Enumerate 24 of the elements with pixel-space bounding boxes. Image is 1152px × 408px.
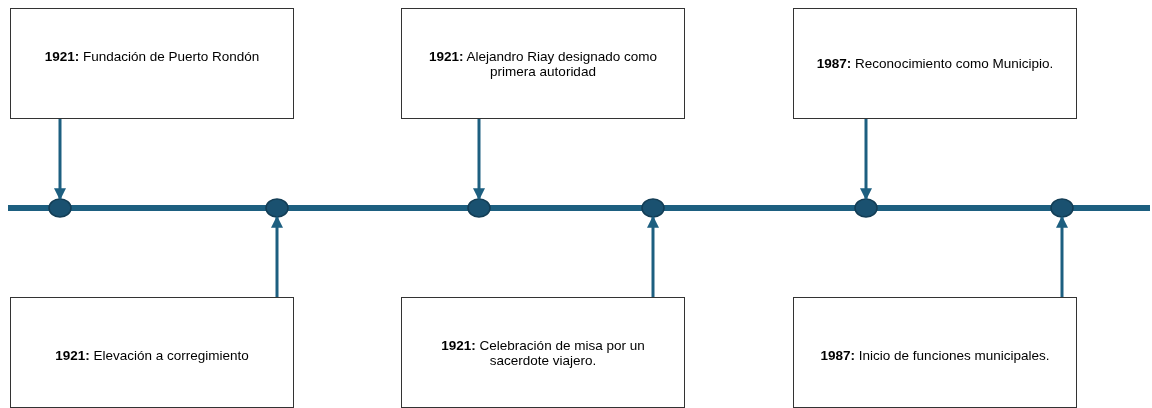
timeline-marker <box>854 198 878 218</box>
event-text: 1921: Alejandro Riay designado como primera autoridad <box>427 49 659 81</box>
timeline-marker <box>1050 198 1074 218</box>
timeline-marker <box>467 198 491 218</box>
arrow <box>54 119 66 201</box>
event-text: 1987: Inicio de funciones municipales. <box>820 348 1050 365</box>
event-text: 1921: Fundación de Puerto Rondón <box>44 49 260 66</box>
event-text: 1921: Celebración de misa por un sacerdote viajero. <box>440 338 646 370</box>
arrow <box>647 215 659 297</box>
event-box <box>793 8 1077 119</box>
event-text: 1987: Reconocimiento como Municipio. <box>816 56 1054 73</box>
event-text: 1921: Elevación a corregimiento <box>55 348 249 365</box>
event-box <box>10 297 294 408</box>
timeline-marker <box>265 198 289 218</box>
arrow <box>860 119 872 201</box>
arrow <box>271 215 283 297</box>
timeline-marker <box>48 198 72 218</box>
arrow <box>473 119 485 201</box>
event-box <box>401 297 685 408</box>
event-box <box>793 297 1077 408</box>
event-box <box>401 8 685 119</box>
event-box <box>10 8 294 119</box>
arrow <box>1056 215 1068 297</box>
timeline-marker <box>641 198 665 218</box>
